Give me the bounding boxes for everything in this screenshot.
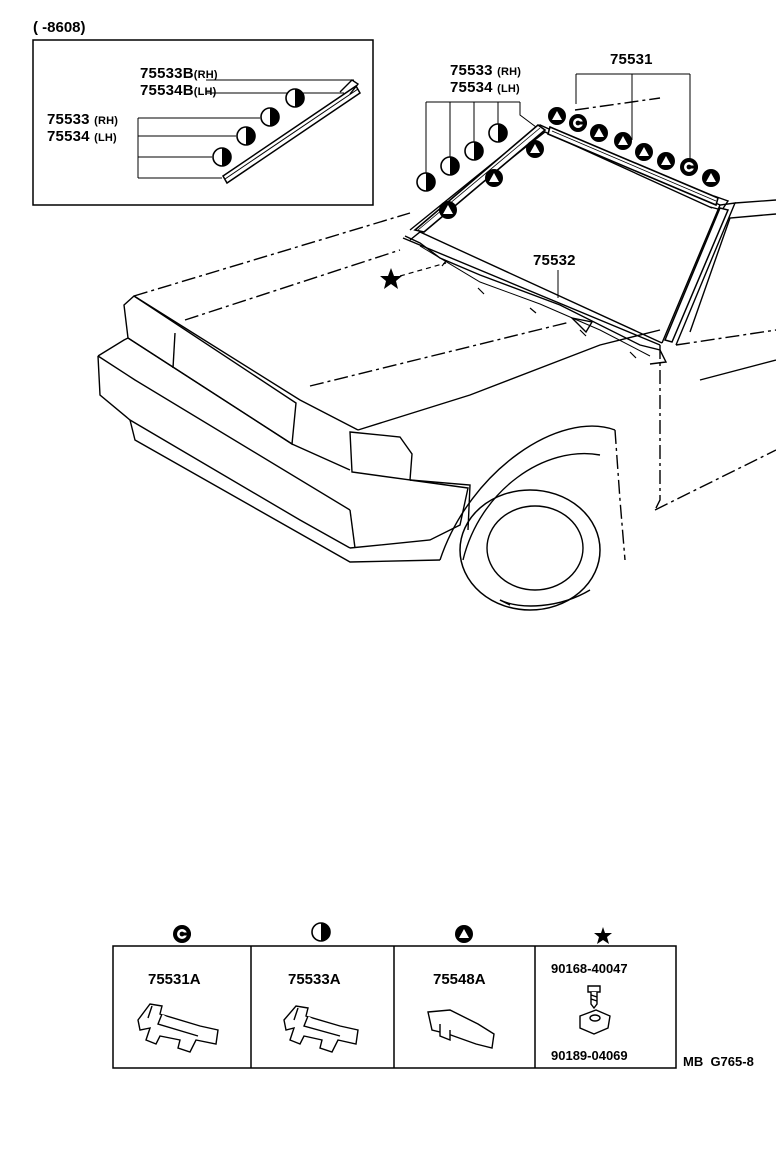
part-number: 75534B — [140, 82, 194, 99]
legend-table — [112, 945, 677, 1069]
star-leader — [399, 260, 447, 277]
side-marker: (RH) — [497, 66, 522, 78]
side-marker: (LH) — [497, 83, 520, 95]
legend-nut-part: 90189-04069 — [551, 1048, 628, 1063]
legend-symbols — [173, 922, 612, 944]
side-marker: (RH) — [94, 115, 119, 127]
legend-screw-part: 90168-40047 — [551, 961, 628, 976]
drawing-reference: MB G765-8 — [683, 1054, 754, 1069]
car-body — [97, 97, 776, 611]
inset-label-75534b: 75534B(LH) — [140, 83, 217, 98]
roof-molding-label: 75531 — [610, 51, 653, 68]
legend-part-75531a: 75531A — [148, 971, 201, 988]
legend-part-75533a: 75533A — [288, 971, 341, 988]
part-number: 75533 — [47, 111, 90, 128]
pillar-label-75534: 75534 (LH) — [450, 80, 520, 95]
cowl-molding-label: 75532 — [533, 252, 576, 269]
pillar-label-75533: 75533 (RH) — [450, 63, 521, 78]
side-marker: (RH) — [193, 69, 218, 81]
legend-part-drawings — [137, 985, 611, 1053]
roof-clip-symbols — [548, 107, 720, 187]
inset-label-75533b: 75533B(RH) — [140, 66, 218, 81]
part-number: 75534 — [450, 79, 493, 96]
side-marker: (LH) — [193, 86, 217, 98]
inset-date-range: ( -8608) — [33, 19, 86, 36]
part-number: 75534 — [47, 128, 90, 145]
part-number: 75533B — [140, 65, 194, 82]
star-icon — [380, 268, 402, 289]
part-number: 75533 — [450, 62, 493, 79]
inset-label-75533: 75533 (RH) — [47, 112, 118, 127]
legend-part-75548a: 75548A — [433, 971, 486, 988]
side-marker: (LH) — [94, 132, 117, 144]
inset-label-75534: 75534 (LH) — [47, 129, 117, 144]
inset-box — [32, 39, 374, 206]
